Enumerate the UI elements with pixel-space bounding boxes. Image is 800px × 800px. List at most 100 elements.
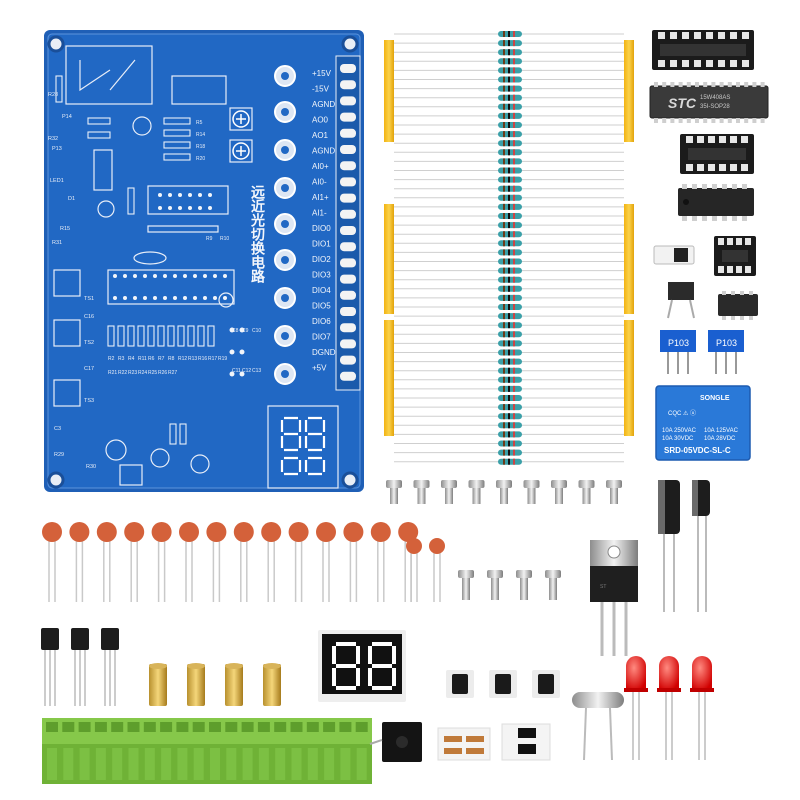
ic-pin [686, 136, 693, 143]
seven-segment-display [318, 630, 406, 702]
terminal-screw [112, 748, 123, 780]
resistor-band [508, 285, 510, 292]
header-pin [340, 80, 356, 90]
short-screw-shaft [462, 578, 470, 600]
ic-pin [678, 82, 683, 87]
screw-shaft [610, 488, 618, 504]
header-pin [340, 242, 356, 252]
ic-pin [730, 32, 737, 39]
ic-pin [706, 60, 713, 67]
silk-label: R32 [48, 136, 58, 142]
resistor-band [513, 404, 515, 411]
terminal-screw [128, 748, 139, 780]
ceramic-cap-body [316, 522, 336, 542]
ic-pin [749, 316, 753, 320]
resistor-band [513, 376, 515, 383]
resistor-band [508, 422, 510, 429]
ic-pin [662, 82, 667, 87]
screw-shaft [500, 488, 508, 504]
ic-pin [760, 118, 765, 123]
silk-label: R8 [168, 356, 175, 362]
terminal-screw [324, 748, 335, 780]
resistor-band [503, 103, 505, 110]
resistor-band [508, 103, 510, 110]
resistor-band [503, 276, 505, 283]
resistor-band [513, 213, 515, 219]
ic-pin [703, 118, 708, 123]
ic-pin [731, 291, 735, 295]
resistor-band [508, 267, 510, 274]
standoff-top [263, 663, 281, 669]
resistor-band [513, 385, 515, 392]
io-label: -15V [312, 85, 330, 94]
terminal-screw [144, 748, 155, 780]
terminal-slot [46, 722, 58, 732]
resistor-band [508, 40, 510, 47]
resistor-band [503, 395, 505, 401]
io-label: AO1 [312, 131, 329, 140]
terminal-slot [323, 722, 336, 732]
standoff-top [149, 663, 167, 669]
terminal-slot [225, 722, 238, 732]
ic-pin [718, 266, 724, 273]
silk-label: R20 [196, 156, 205, 162]
resistor-band [513, 349, 515, 356]
resistor-band [503, 176, 505, 183]
silk-label: C12 [242, 368, 251, 374]
silk-label: D1 [68, 196, 75, 202]
short-screw-shaft [520, 578, 528, 600]
silk-label: P14 [62, 114, 72, 120]
ic-pin [732, 184, 737, 189]
led-rim [624, 688, 648, 692]
resistor-band [503, 340, 505, 347]
terminal-slot [209, 722, 221, 732]
resistor-band [508, 167, 510, 174]
header-pin [340, 258, 356, 268]
ic-pin [760, 82, 765, 87]
silk-label: R2 [108, 356, 115, 362]
pcb-vertical-title: 远近光切换电路 [250, 185, 266, 283]
resistor-band [503, 140, 505, 147]
ic-pin [702, 184, 707, 189]
resistor-band [513, 331, 515, 338]
ic-pin [736, 118, 740, 123]
relay-rating-1: 10A 250VAC [662, 428, 697, 434]
resistor-band [508, 240, 510, 247]
ic-pin [670, 82, 675, 87]
green-terminal-blocks [42, 718, 372, 784]
resistor-band [513, 294, 515, 301]
tape-strip-left [384, 320, 394, 436]
resistor-band [513, 176, 515, 183]
silk-label: R19 [218, 356, 227, 362]
button-cap [538, 674, 554, 694]
screw-shaft [555, 488, 563, 504]
diode-tape-2 [501, 723, 551, 761]
screw-head [468, 480, 485, 488]
ic-pin [736, 82, 740, 87]
header-pin [340, 112, 356, 122]
ic-pin [711, 82, 716, 87]
io-label: AGND [312, 147, 335, 156]
io-label: AO0 [312, 116, 329, 125]
ic-pin [730, 136, 737, 143]
resistor-band [513, 267, 515, 274]
bridge-rectifier [667, 282, 695, 319]
tape-strip-left [384, 42, 394, 142]
terminal-slot [127, 722, 140, 732]
resistor-band [503, 331, 505, 338]
resistor-band [503, 149, 505, 156]
resistor-band [508, 112, 510, 119]
resistor-band [503, 167, 505, 174]
io-label: DIO5 [312, 302, 331, 311]
resistor-band [508, 49, 510, 56]
resistor-band [503, 358, 505, 365]
pcb-7seg-footprint [280, 416, 326, 476]
tape-strip-right [624, 42, 634, 142]
silk-label: C17 [84, 366, 94, 372]
resistor-band [503, 449, 505, 456]
io-label: DIO0 [312, 224, 331, 233]
resistor-band [513, 395, 515, 401]
resistor-band [503, 385, 505, 392]
screw-head [523, 480, 540, 488]
ic-pin [718, 60, 725, 67]
